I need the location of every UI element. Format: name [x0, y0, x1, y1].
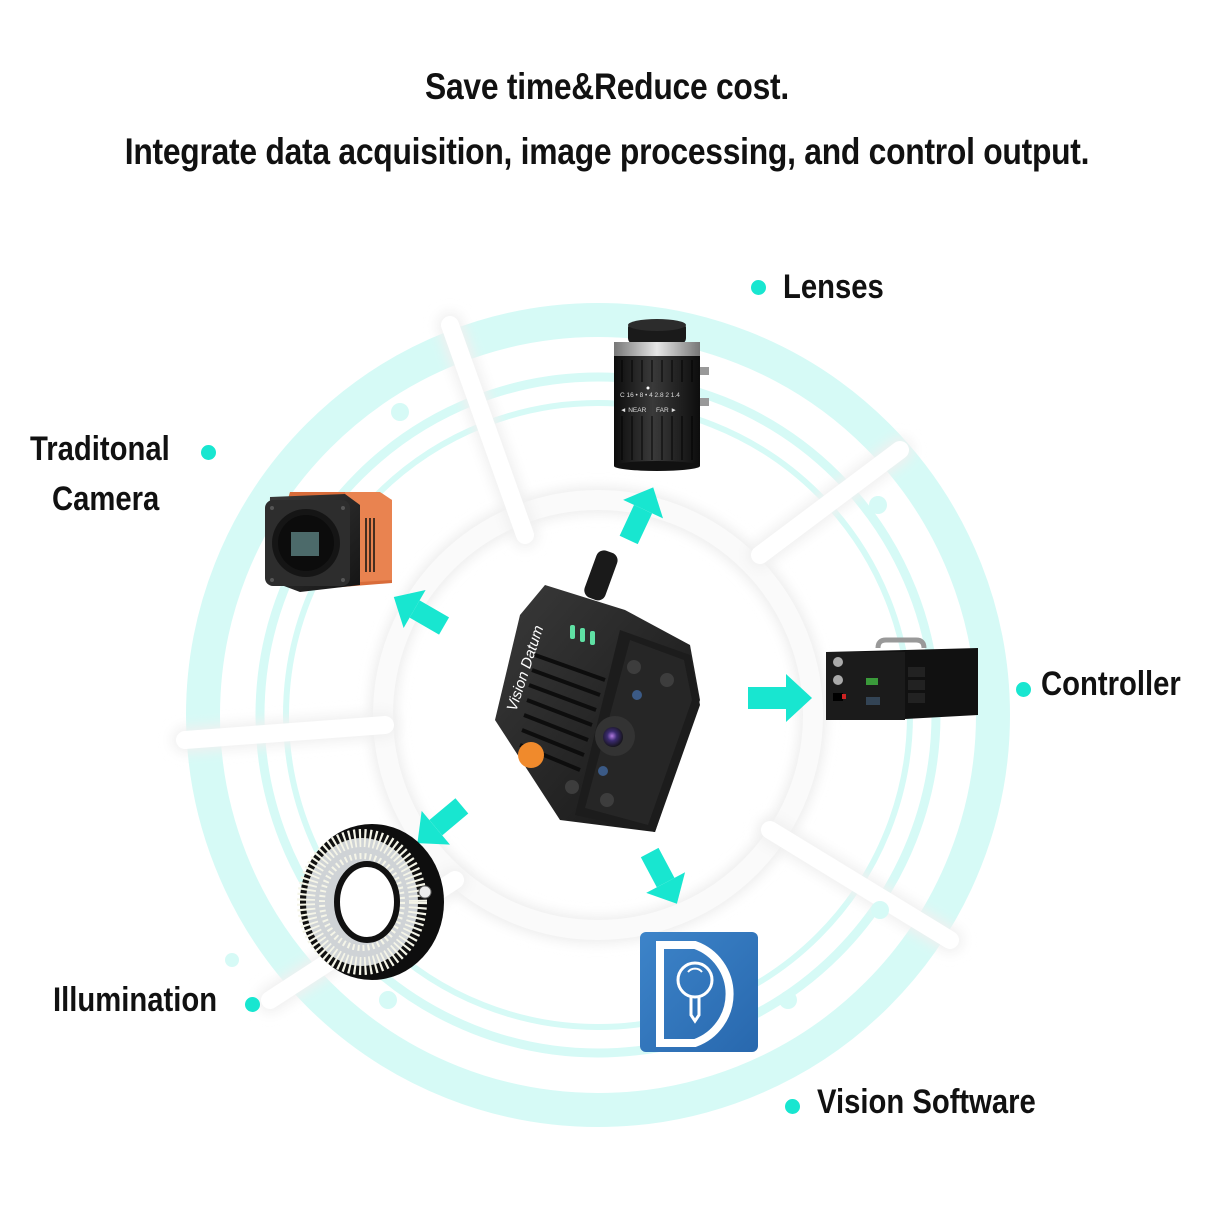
headline-1: Save time&Reduce cost. [425, 66, 789, 107]
controller-image [826, 637, 978, 720]
lens-image [614, 319, 709, 471]
arrows [393, 487, 812, 904]
vision-software-label: Vision Software [817, 1083, 1036, 1121]
smart-camera-image [495, 550, 700, 832]
lens-far-mark: FAR ► [656, 407, 677, 414]
illumination-image [297, 824, 444, 980]
vision-software-icon [640, 932, 758, 1052]
traditional-camera-image [265, 492, 392, 592]
traditional-camera-dot [201, 445, 216, 460]
headline-2: Integrate data acquisition, image proces… [124, 131, 1090, 172]
lenses-label: Lenses [783, 268, 884, 306]
controller-label: Controller [1041, 665, 1181, 703]
lens-near-mark: ◄ NEAR [620, 407, 647, 414]
controller-dot [1016, 682, 1031, 697]
vision-software-dot [785, 1099, 800, 1114]
lens-aperture-scale: C 16 • 8 • 4 2.8 2 1.4 [620, 392, 680, 399]
traditional-camera-label-line2: Camera [52, 480, 160, 518]
illumination-label: Illumination [53, 981, 218, 1019]
illumination-dot [245, 997, 260, 1012]
lenses-dot [751, 280, 766, 295]
traditional-camera-label-line1: Traditonal [30, 430, 170, 468]
ring-nodes [225, 403, 889, 1009]
